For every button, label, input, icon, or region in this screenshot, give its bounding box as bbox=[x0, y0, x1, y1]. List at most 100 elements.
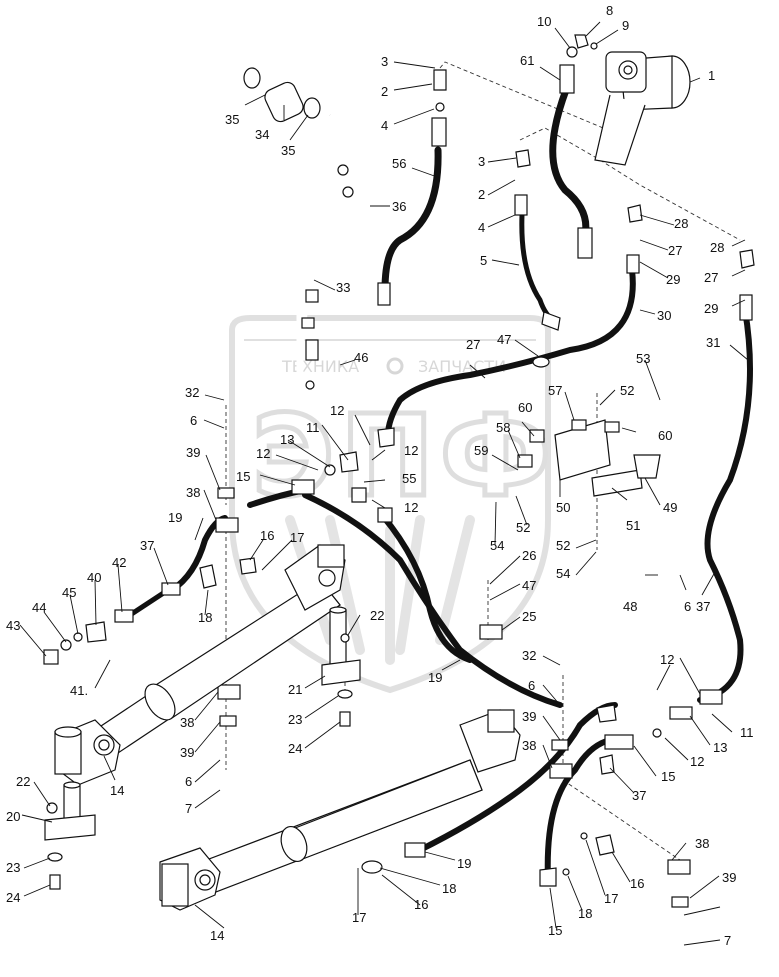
callout-10: 10 bbox=[537, 14, 551, 29]
callout-3: 3 bbox=[381, 54, 388, 69]
callout-39: 39 bbox=[186, 445, 200, 460]
callout-13: 13 bbox=[713, 740, 727, 755]
callout-38: 38 bbox=[180, 715, 194, 730]
callout-9: 9 bbox=[622, 18, 629, 33]
callout-6: 6 bbox=[528, 678, 535, 693]
callout-24: 24 bbox=[6, 890, 20, 905]
hydraulic-pump bbox=[594, 51, 691, 166]
callout-54: 54 bbox=[556, 566, 570, 581]
callout-17: 17 bbox=[352, 910, 366, 925]
callout-52: 52 bbox=[620, 383, 634, 398]
callout-51: 51 bbox=[626, 518, 640, 533]
watermark-monogram: ЭПФ bbox=[252, 392, 557, 522]
callout-27: 27 bbox=[668, 243, 682, 258]
callout-23: 23 bbox=[6, 860, 20, 875]
callout-29: 29 bbox=[704, 301, 718, 316]
callout-50: 50 bbox=[556, 500, 570, 515]
callout-30: 30 bbox=[657, 308, 671, 323]
callout-8: 8 bbox=[606, 3, 613, 18]
callout-12: 12 bbox=[690, 754, 704, 769]
callout-60: 60 bbox=[658, 428, 672, 443]
callout-57: 57 bbox=[548, 383, 562, 398]
callout-3: 3 bbox=[478, 154, 485, 169]
callout-31: 31 bbox=[706, 335, 720, 350]
callout-22: 22 bbox=[16, 774, 30, 789]
callout-16: 16 bbox=[260, 528, 274, 543]
callout-42: 42 bbox=[112, 555, 126, 570]
callout-38: 38 bbox=[522, 738, 536, 753]
callout-45: 45 bbox=[62, 585, 76, 600]
callout-leaders bbox=[19, 21, 749, 946]
callout-44: 44 bbox=[32, 600, 46, 615]
callout-38: 38 bbox=[695, 836, 709, 851]
callout-labels: 1 2 2 3 3 4 4 5 6 6 6 6 7 7 8 9 10 11 11… bbox=[6, 3, 754, 948]
callout-55: 55 bbox=[402, 471, 416, 486]
callout-13: 13 bbox=[280, 432, 294, 447]
callout-4: 4 bbox=[478, 220, 485, 235]
callout-15: 15 bbox=[548, 923, 562, 938]
callout-18: 18 bbox=[198, 610, 212, 625]
callout-41: 41. bbox=[70, 683, 88, 698]
callout-17: 17 bbox=[604, 891, 618, 906]
callout-20: 20 bbox=[6, 809, 20, 824]
callout-27: 27 bbox=[466, 337, 480, 352]
callout-16: 16 bbox=[630, 876, 644, 891]
callout-33: 33 bbox=[336, 280, 350, 295]
callout-39: 39 bbox=[180, 745, 194, 760]
callout-32: 32 bbox=[522, 648, 536, 663]
cylinder-upper bbox=[54, 544, 346, 786]
callout-32: 32 bbox=[185, 385, 199, 400]
callout-7: 7 bbox=[724, 933, 731, 948]
callout-37: 37 bbox=[632, 788, 646, 803]
callout-2: 2 bbox=[381, 84, 388, 99]
callout-48: 48 bbox=[623, 599, 637, 614]
pins bbox=[44, 606, 361, 890]
callout-5: 5 bbox=[480, 253, 487, 268]
callout-12: 12 bbox=[256, 446, 270, 461]
callout-25: 25 bbox=[522, 609, 536, 624]
callout-43: 43 bbox=[6, 618, 20, 633]
column-tube bbox=[243, 67, 354, 390]
callout-14: 14 bbox=[210, 928, 224, 943]
callout-6: 6 bbox=[684, 599, 691, 614]
brackets bbox=[215, 419, 691, 908]
callout-24: 24 bbox=[288, 741, 302, 756]
callout-56: 56 bbox=[392, 156, 406, 171]
watermark-left-text: ТЕХНИКА bbox=[281, 357, 359, 376]
callout-53: 53 bbox=[636, 351, 650, 366]
callout-46: 46 bbox=[354, 350, 368, 365]
callout-11: 11 bbox=[740, 725, 754, 740]
callout-12: 12 bbox=[660, 652, 674, 667]
callout-19: 19 bbox=[168, 510, 182, 525]
callout-54: 54 bbox=[490, 538, 504, 553]
callout-36: 36 bbox=[392, 199, 406, 214]
callout-21: 21 bbox=[288, 682, 302, 697]
callout-58: 58 bbox=[496, 420, 510, 435]
callout-7: 7 bbox=[185, 801, 192, 816]
callout-34: 34 bbox=[255, 127, 269, 142]
callout-52: 52 bbox=[516, 520, 530, 535]
callout-1: 1 bbox=[708, 68, 715, 83]
callout-29: 29 bbox=[666, 272, 680, 287]
cylinder-lower bbox=[159, 709, 521, 911]
callout-52: 52 bbox=[556, 538, 570, 553]
callout-16: 16 bbox=[414, 897, 428, 912]
callout-11: 11 bbox=[306, 420, 320, 435]
callout-22: 22 bbox=[370, 608, 384, 623]
callout-40: 40 bbox=[87, 570, 101, 585]
callout-35: 35 bbox=[225, 112, 239, 127]
callout-12: 12 bbox=[404, 500, 418, 515]
callout-60: 60 bbox=[518, 400, 532, 415]
callout-18: 18 bbox=[442, 881, 456, 896]
callout-12: 12 bbox=[404, 443, 418, 458]
callout-2: 2 bbox=[478, 187, 485, 202]
callout-15: 15 bbox=[661, 769, 675, 784]
callout-17: 17 bbox=[290, 530, 304, 545]
callout-6: 6 bbox=[190, 413, 197, 428]
callout-28: 28 bbox=[674, 216, 688, 231]
callout-15: 15 bbox=[236, 469, 250, 484]
callout-12: 12 bbox=[330, 403, 344, 418]
callout-35: 35 bbox=[281, 143, 295, 158]
callout-39: 39 bbox=[522, 709, 536, 724]
